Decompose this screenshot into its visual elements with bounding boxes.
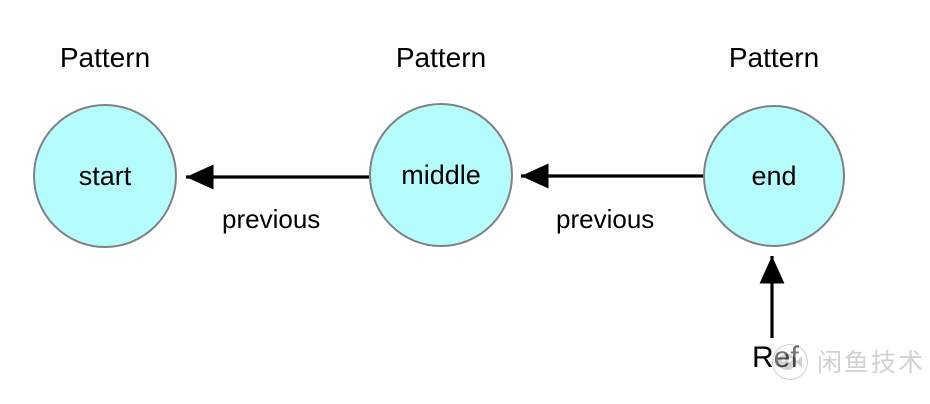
fish-logo-icon — [772, 344, 808, 380]
edge-label-end-to-middle: previous — [556, 204, 655, 234]
node-start-label: start — [78, 160, 132, 191]
stereotype-label-middle: Pattern — [395, 42, 487, 73]
watermark-text: 闲鱼技术 — [817, 347, 926, 377]
node-middle-label: middle — [401, 159, 481, 190]
node-end[interactable]: end — [703, 105, 845, 247]
stereotype-label-start: Pattern — [59, 42, 151, 73]
edge-label-middle-to-start: previous — [222, 204, 321, 234]
node-middle[interactable]: middle — [369, 103, 513, 247]
node-start[interactable]: start — [33, 104, 177, 248]
watermark: 闲鱼技术 — [772, 344, 925, 380]
node-end-label: end — [751, 160, 797, 191]
stereotype-label-end: Pattern — [728, 42, 820, 73]
